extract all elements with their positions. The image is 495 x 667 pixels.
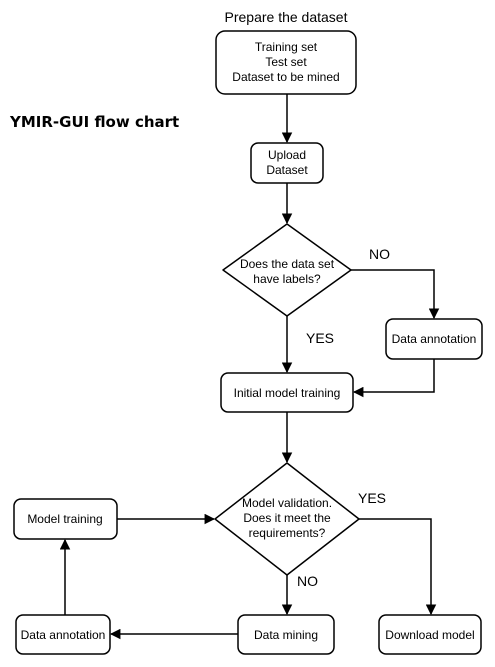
initial-training-label: Initial model training — [234, 386, 341, 400]
node-has-labels-decision: Does the data set have labels? — [222, 223, 352, 317]
edge-label-validation-no: NO — [297, 573, 318, 589]
validation-line-3: requirements? — [249, 526, 326, 540]
node-data-annotation-bottom: Data annotation — [15, 614, 111, 655]
has-labels-line-1: Does the data set — [240, 257, 335, 271]
node-validation-decision: Model validation. Does it meet the requi… — [214, 462, 360, 576]
data-annotation-bottom-label: Data annotation — [21, 628, 106, 642]
edge-validation-yes — [359, 518, 437, 616]
node-prepare-dataset: Training set Test set Dataset to be mine… — [215, 30, 357, 95]
data-mining-label: Data mining — [254, 628, 318, 642]
node-model-training: Model training — [13, 498, 118, 540]
prepare-line-2: Test set — [265, 55, 307, 69]
data-annotation-top-label: Data annotation — [392, 332, 477, 346]
edge-label-labels-yes: YES — [306, 330, 334, 346]
prepare-line-3: Dataset to be mined — [232, 70, 339, 84]
has-labels-line-2: have labels? — [253, 272, 321, 286]
prepare-heading: Prepare the dataset — [225, 9, 348, 25]
edge-label-labels-no: NO — [369, 246, 390, 262]
validation-line-2: Does it meet the — [243, 511, 331, 525]
edge-annotation-to-initial — [352, 359, 435, 398]
node-data-annotation-top: Data annotation — [385, 318, 483, 360]
upload-line-1: Upload — [268, 148, 306, 162]
prepare-line-1: Training set — [255, 40, 318, 54]
edge-labels-no — [351, 269, 440, 320]
validation-line-1: Model validation. — [242, 496, 332, 510]
node-upload-dataset: Upload Dataset — [250, 142, 324, 184]
chart-title: YMIR-GUI flow chart — [9, 113, 179, 131]
upload-line-2: Dataset — [266, 163, 308, 177]
download-model-label: Download model — [385, 628, 474, 642]
model-training-label: Model training — [27, 512, 102, 526]
node-data-mining: Data mining — [237, 614, 335, 655]
node-download-model: Download model — [378, 614, 482, 655]
node-initial-model-training: Initial model training — [220, 372, 354, 413]
edge-label-validation-yes: YES — [358, 490, 386, 506]
